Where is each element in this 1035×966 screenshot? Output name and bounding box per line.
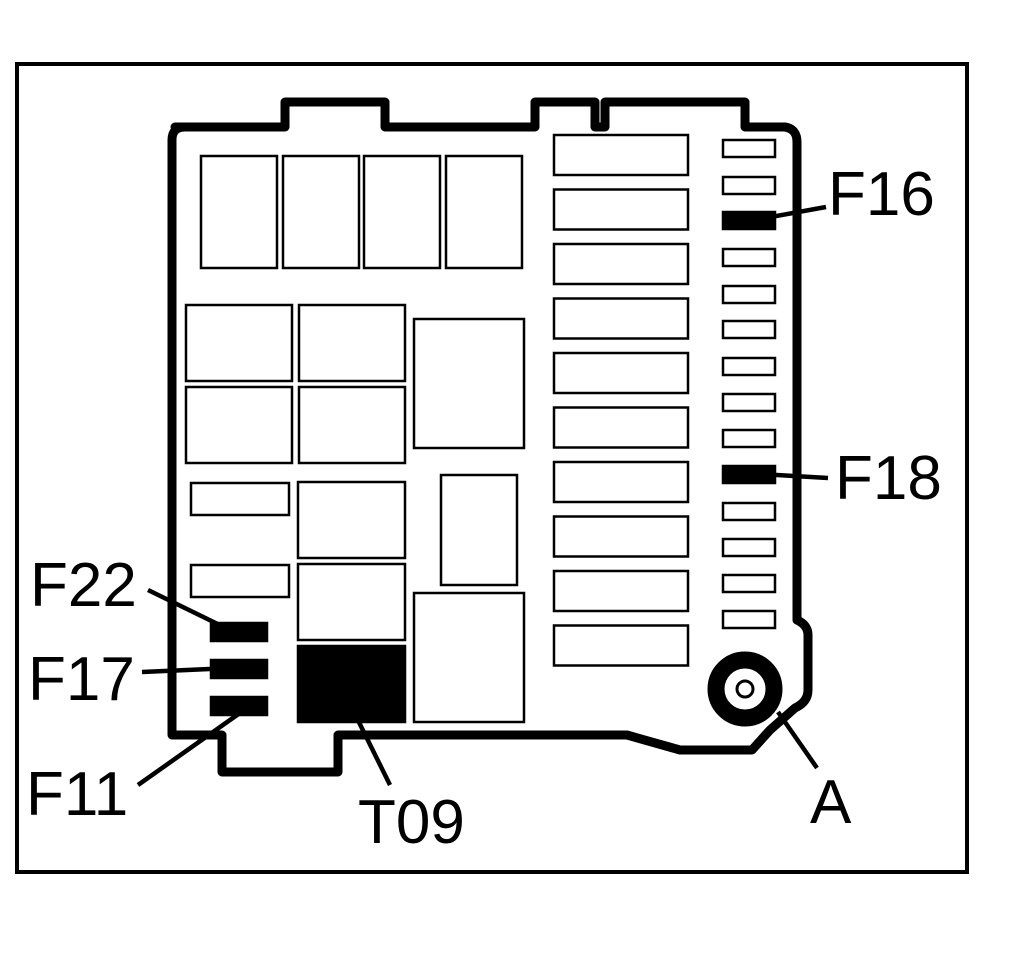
long-fuse-slot (552, 569, 690, 613)
label-f22: F22 (30, 551, 137, 620)
relay-cell (412, 591, 526, 724)
label-f16: F16 (828, 160, 935, 229)
long-fuse-slot (552, 188, 690, 231)
relay-cell (296, 480, 407, 560)
small-fuse-slot (721, 501, 777, 522)
long-fuse-slot (552, 624, 690, 667)
relay-cell (297, 303, 407, 383)
long-fuse-slot (552, 133, 690, 177)
label-f17: F17 (28, 645, 135, 714)
long-fuse-slot (552, 460, 690, 504)
relay-cell (296, 562, 407, 642)
fuse-box-outline (167, 97, 813, 777)
long-fuse-slot (552, 515, 690, 558)
relay-cell (184, 303, 294, 383)
label-a: A (810, 768, 852, 837)
a-leader (776, 710, 819, 770)
label-t09: T09 (358, 788, 465, 857)
long-fuse-slot (552, 242, 690, 286)
small-fuse-slot (721, 356, 777, 377)
small-fuse-slot (721, 247, 777, 268)
relay-cell (297, 385, 407, 465)
long-fuse-slot (552, 406, 690, 449)
f16-leader (759, 204, 827, 222)
label-f18: F18 (835, 444, 942, 513)
small-fuse-slot (721, 319, 777, 340)
relay-cell (184, 385, 294, 465)
fuse-slot (189, 563, 291, 599)
fuse-slot (189, 481, 291, 517)
small-fuse-slot (721, 428, 777, 449)
relay-cell (281, 154, 361, 270)
long-fuse-slot (552, 297, 690, 340)
relay-cell (362, 154, 442, 270)
long-fuse-column (552, 133, 690, 667)
small-fuse-column (721, 138, 777, 630)
t09-leader (342, 693, 393, 786)
f22-leader (147, 587, 233, 634)
f17-leader (141, 665, 233, 675)
small-fuse-slot (721, 138, 777, 159)
f16-fuse (721, 210, 777, 231)
relay-cell (199, 154, 279, 270)
f18-leader (759, 471, 829, 481)
mounting-hole-center (735, 679, 755, 699)
small-fuse-slot (721, 537, 777, 558)
small-fuse-slot (721, 392, 777, 413)
relay-cell (439, 473, 519, 587)
small-fuse-slot (721, 609, 777, 630)
long-fuse-slot (552, 351, 690, 395)
label-f11: F11 (26, 760, 128, 829)
relay-cell (412, 317, 526, 450)
relay-cell (444, 154, 524, 270)
small-fuse-slot (721, 573, 777, 594)
f11-leader (136, 706, 249, 787)
small-fuse-slot (721, 284, 777, 305)
small-fuse-slot (721, 175, 777, 196)
